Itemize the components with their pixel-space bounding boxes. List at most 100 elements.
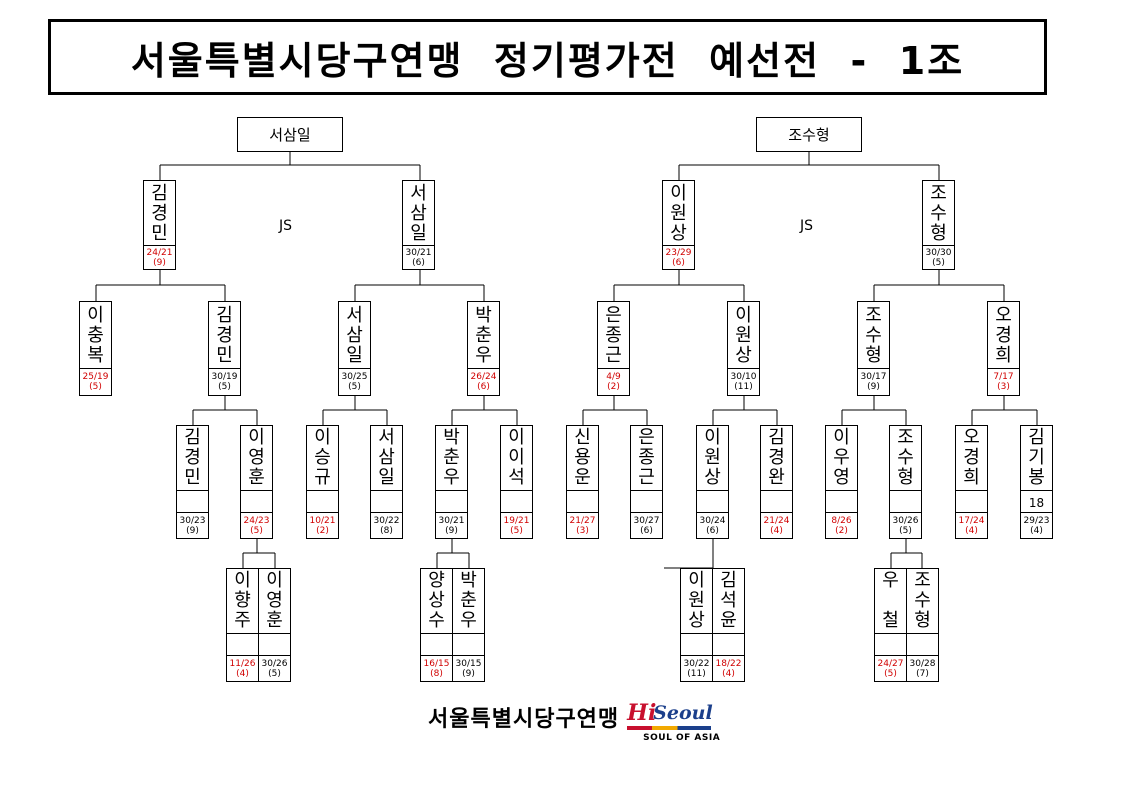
player-score: 30/26(5) [259, 655, 290, 681]
player-extra [227, 633, 258, 658]
player-extra [177, 490, 208, 515]
hi-seoul-logo: Hi Seoul SOUL OF ASIA [627, 700, 720, 744]
player-score: 30/21(9) [436, 512, 467, 538]
player-score: 30/23(9) [177, 512, 208, 538]
player-score: 30/17(9) [858, 368, 889, 395]
bracket-1-note: JS [279, 218, 293, 234]
player-score: 19/21(5) [501, 512, 532, 538]
player-score: 30/10(11) [728, 368, 759, 395]
player-score: 29/23(4) [1021, 512, 1052, 538]
player-score: 11/26(4) [227, 655, 258, 681]
player-score: 24/23(5) [241, 512, 272, 538]
winner-name: 서삼일 [269, 126, 311, 144]
player-extra [371, 490, 402, 515]
player-extra [907, 633, 938, 658]
player-score: 30/19(5) [209, 368, 240, 395]
player-score: 30/21(6) [403, 245, 434, 269]
player-score: 25/19(5) [80, 368, 111, 395]
player-extra [890, 490, 921, 515]
title-box: 서울특별시당구연맹 정기평가전 예선전 - 1조 [48, 19, 1047, 95]
bracket-2-note: JS [800, 218, 814, 234]
player-score: 23/29(6) [663, 245, 694, 269]
player-extra [681, 633, 712, 658]
player-extra [241, 490, 272, 515]
player-name: 우 철 [882, 570, 899, 631]
player-extra [713, 633, 744, 658]
player-extra [697, 490, 728, 515]
player-extra [631, 490, 662, 515]
player-score: 8/26(2) [826, 512, 857, 538]
player-extra [436, 490, 467, 515]
player-score: 21/27(3) [567, 512, 598, 538]
player-extra [956, 490, 987, 515]
player-extra [501, 490, 532, 515]
player-score: 17/24(4) [956, 512, 987, 538]
player-score: 24/21(9) [144, 245, 175, 269]
player-score: 30/15(9) [453, 655, 484, 681]
player-score: 30/28(7) [907, 655, 938, 681]
player-extra: 18 [1021, 490, 1052, 515]
player-score: 30/24(6) [697, 512, 728, 538]
player-score: 30/22(8) [371, 512, 402, 538]
logo-tagline: SOUL OF ASIA [643, 733, 721, 743]
player-score: 30/30(5) [923, 245, 954, 269]
page-title: 서울특별시당구연맹 정기평가전 예선전 - 1조 [130, 38, 965, 83]
player-score: 30/25(5) [339, 368, 370, 395]
winner-name: 조수형 [788, 126, 830, 144]
logo-hi: Hi [627, 700, 657, 726]
player-extra [307, 490, 338, 515]
